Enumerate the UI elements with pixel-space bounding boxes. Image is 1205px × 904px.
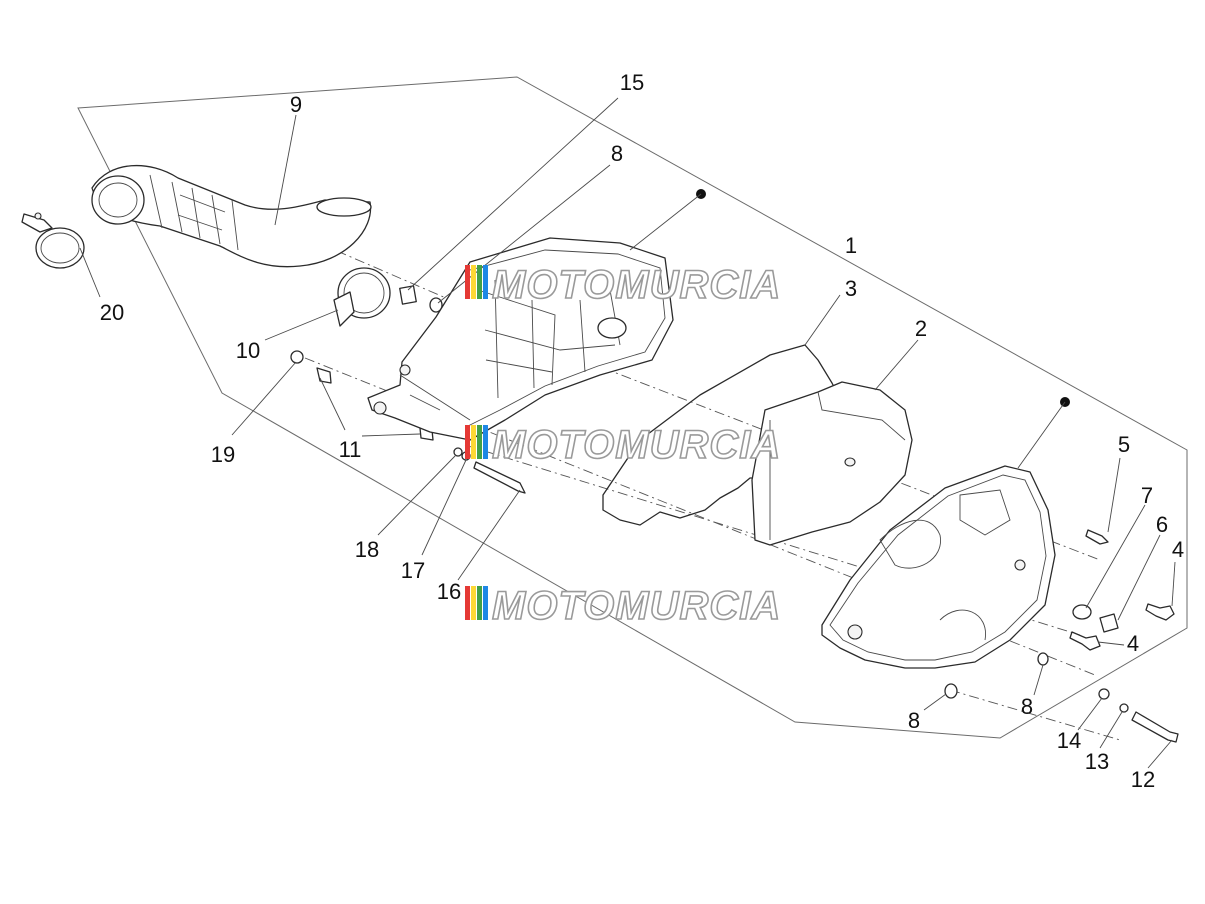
part-8-grommet-lower-left (944, 683, 958, 699)
part-18-washer (453, 447, 463, 457)
part-8-grommet-upper (429, 297, 443, 313)
callout-2: 2 (915, 316, 927, 341)
callout-16: 16 (437, 579, 461, 604)
callout-5: 5 (1118, 432, 1130, 457)
part-19-washer (290, 350, 304, 364)
callout-14: 14 (1057, 728, 1081, 753)
watermark-text: MOTOMURCIA (492, 263, 781, 307)
callout-4: 4 (1172, 537, 1184, 562)
assembly-frame (77, 76, 1188, 739)
callout-6: 6 (1156, 512, 1168, 537)
watermark-text: MOTOMURCIA (492, 423, 781, 467)
leader-lines (79, 97, 1176, 769)
part-20-hose-clamp (21, 212, 85, 269)
watermark-top: MOTOMURCIA (465, 262, 781, 308)
part-10-clamp (333, 267, 391, 327)
part-14-washer (1098, 688, 1110, 700)
callout-7: 7 (1141, 483, 1153, 508)
part-7-ring (1072, 604, 1092, 620)
callout-9: 9 (290, 92, 302, 117)
callout-18: 18 (355, 537, 379, 562)
part-8-grommet-lower-right (1037, 652, 1049, 666)
part-15-clip (399, 285, 417, 305)
watermark-text: MOTOMURCIA (492, 584, 781, 628)
part-11-bushing-upper (316, 367, 332, 384)
callout-19: 19 (211, 442, 235, 467)
callout-17: 17 (401, 558, 425, 583)
watermark-bottom: MOTOMURCIA (465, 583, 781, 629)
part-9-intake-duct (91, 164, 372, 268)
callout-20: 20 (100, 300, 124, 325)
part-1-filter-cover (821, 465, 1056, 669)
callout-15: 15 (620, 70, 644, 95)
part-16-screw (473, 461, 526, 494)
callout-11: 11 (339, 437, 362, 462)
callout-13: 13 (1085, 749, 1109, 774)
callout-3: 3 (845, 276, 857, 301)
callout-8: 8 (611, 141, 623, 166)
callout-12: 12 (1131, 767, 1155, 792)
part-4-bolt-lower (1069, 631, 1101, 651)
part-2-filter-element (751, 381, 913, 546)
filter-housing-body (367, 237, 674, 441)
part-4-bolt-upper (1145, 603, 1175, 621)
callout-10: 10 (236, 338, 260, 363)
callout-1: 1 (845, 233, 857, 258)
watermark-middle: MOTOMURCIA (465, 422, 781, 468)
callout-8: 8 (1021, 694, 1033, 719)
part-13-washer (1119, 703, 1129, 713)
part-6-cap (1099, 613, 1119, 633)
callout-4: 4 (1127, 631, 1139, 656)
callout-8: 8 (908, 708, 920, 733)
part-12-bolt (1131, 711, 1179, 743)
callout-labels: 15 9 8 1 3 2 20 10 19 11 18 17 16 5 7 6 … (100, 70, 1184, 792)
part-5-screw (1085, 529, 1109, 545)
